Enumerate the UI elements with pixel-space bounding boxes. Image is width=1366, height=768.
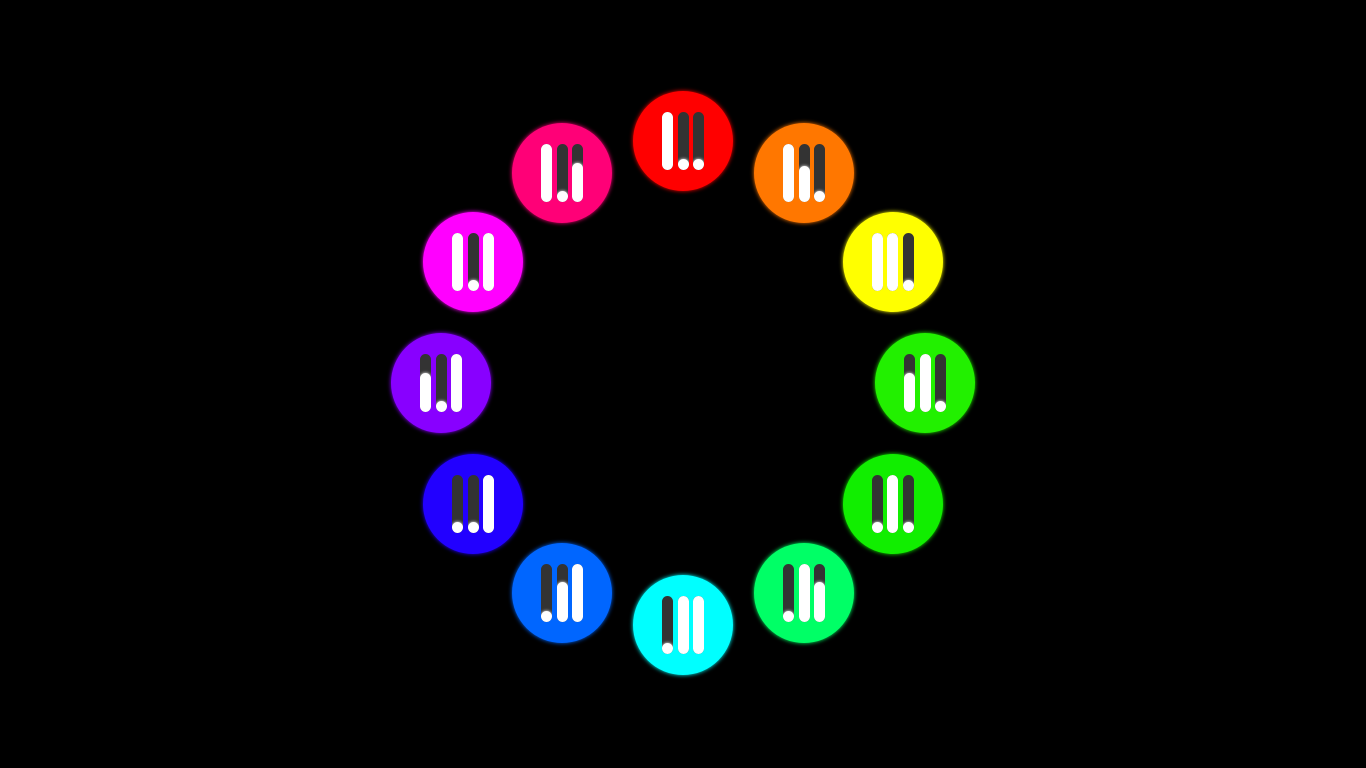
- slider-bars: [904, 354, 946, 412]
- slider-fill: [902, 280, 914, 291]
- slider-track-1: [662, 112, 673, 170]
- slider-fill: [783, 610, 794, 622]
- slider-track-1: [871, 233, 883, 291]
- slider-track-1: [904, 354, 915, 412]
- slider-fill: [783, 144, 794, 203]
- slider-track-2: [919, 354, 931, 412]
- slider-fill: [662, 643, 673, 654]
- slider-track-2: [435, 354, 447, 412]
- slider-fill: [902, 522, 914, 533]
- slider-track-3: [902, 475, 914, 533]
- slider-track-1: [541, 563, 552, 622]
- slider-fill: [572, 163, 583, 203]
- slider-track-1: [662, 596, 673, 654]
- slider-fill: [814, 582, 825, 622]
- slider-track-2: [887, 233, 899, 291]
- slider-track-2: [556, 144, 568, 203]
- slider-track-2: [677, 112, 689, 170]
- slider-bars: [452, 475, 495, 533]
- slider-fill: [798, 563, 810, 622]
- slider-bars: [871, 475, 914, 533]
- slider-fill: [483, 233, 495, 291]
- equalizer-icon-chartreuse[interactable]: [875, 333, 975, 433]
- slider-fill: [467, 522, 479, 533]
- slider-track-3: [814, 563, 825, 622]
- slider-track-2: [556, 563, 568, 622]
- slider-track-3: [693, 596, 704, 654]
- slider-track-3: [451, 354, 462, 412]
- equalizer-icon-blue[interactable]: [423, 454, 524, 554]
- slider-bars: [783, 563, 825, 622]
- slider-fill: [871, 522, 883, 533]
- slider-track-2: [798, 563, 810, 622]
- slider-fill: [904, 372, 915, 412]
- slider-bars: [541, 144, 583, 203]
- slider-fill: [887, 475, 899, 533]
- slider-track-2: [887, 475, 899, 533]
- slider-fill: [420, 372, 431, 412]
- slider-fill: [556, 582, 568, 622]
- slider-track-3: [572, 563, 583, 622]
- slider-track-3: [483, 233, 495, 291]
- slider-track-2: [467, 475, 479, 533]
- slider-fill: [467, 280, 479, 291]
- slider-bars: [662, 112, 704, 170]
- slider-fill: [871, 233, 883, 291]
- slider-fill: [435, 401, 447, 412]
- slider-bars: [871, 233, 914, 291]
- slider-fill: [662, 112, 673, 170]
- slider-track-1: [452, 475, 464, 533]
- equalizer-icon-cyan[interactable]: [633, 575, 733, 675]
- slider-track-3: [902, 233, 914, 291]
- slider-track-3: [572, 144, 583, 203]
- slider-track-2: [467, 233, 479, 291]
- equalizer-icon-orange[interactable]: [754, 123, 854, 224]
- slider-fill: [693, 159, 704, 170]
- equalizer-icon-azure[interactable]: [512, 542, 612, 643]
- slider-fill: [814, 191, 825, 203]
- slider-track-2: [677, 596, 689, 654]
- slider-track-3: [814, 144, 825, 203]
- slider-fill: [677, 159, 689, 170]
- slider-track-1: [783, 563, 794, 622]
- slider-fill: [919, 354, 931, 412]
- slider-bars: [420, 354, 462, 412]
- slider-track-3: [935, 354, 946, 412]
- slider-track-3: [693, 112, 704, 170]
- equalizer-icon-red[interactable]: [633, 91, 733, 191]
- slider-fill: [452, 522, 464, 533]
- slider-track-2: [798, 144, 810, 203]
- slider-bars: [783, 144, 825, 203]
- slider-fill: [887, 233, 899, 291]
- slider-fill: [693, 596, 704, 654]
- slider-track-1: [541, 144, 552, 203]
- slider-fill: [798, 165, 810, 203]
- equalizer-icon-yellow[interactable]: [842, 212, 943, 312]
- slider-fill: [541, 610, 552, 622]
- slider-fill: [677, 596, 689, 654]
- slider-track-1: [452, 233, 464, 291]
- slider-fill: [572, 563, 583, 622]
- slider-fill: [451, 354, 462, 412]
- equalizer-icon-spring-green[interactable]: [754, 542, 854, 643]
- equalizer-icon-violet[interactable]: [391, 333, 491, 433]
- slider-fill: [483, 475, 495, 533]
- slider-track-1: [871, 475, 883, 533]
- slider-fill: [556, 191, 568, 203]
- slider-fill: [452, 233, 464, 291]
- slider-fill: [541, 144, 552, 203]
- equalizer-icon-rose[interactable]: [512, 123, 612, 224]
- slider-fill: [935, 401, 946, 412]
- equalizer-icon-magenta[interactable]: [423, 212, 524, 312]
- slider-track-3: [483, 475, 495, 533]
- slider-track-1: [783, 144, 794, 203]
- slider-track-1: [420, 354, 431, 412]
- equalizer-icon-green[interactable]: [842, 454, 943, 554]
- slider-bars: [541, 563, 583, 622]
- slider-bars: [452, 233, 495, 291]
- slider-bars: [662, 596, 704, 654]
